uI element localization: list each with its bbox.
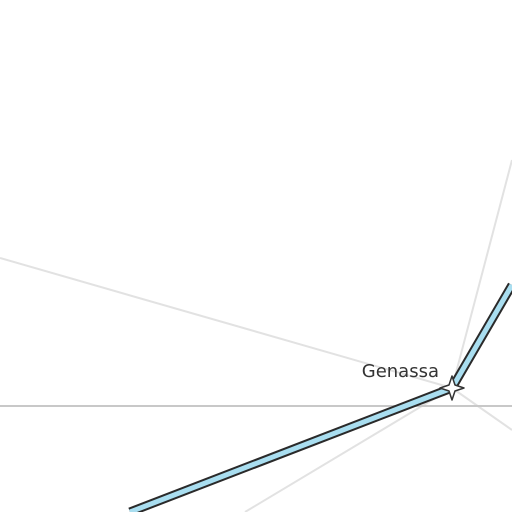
- minor-road-northeast: [451, 159, 512, 389]
- minor-road-west: [0, 257, 453, 389]
- star-marker-icon[interactable]: [439, 375, 465, 401]
- route-line[interactable]: [129, 283, 512, 512]
- minor-road-southwest: [244, 387, 453, 512]
- route-outline: [128, 282, 512, 512]
- minor-road-southeast: [451, 387, 512, 431]
- place-label: Genassa: [362, 361, 439, 382]
